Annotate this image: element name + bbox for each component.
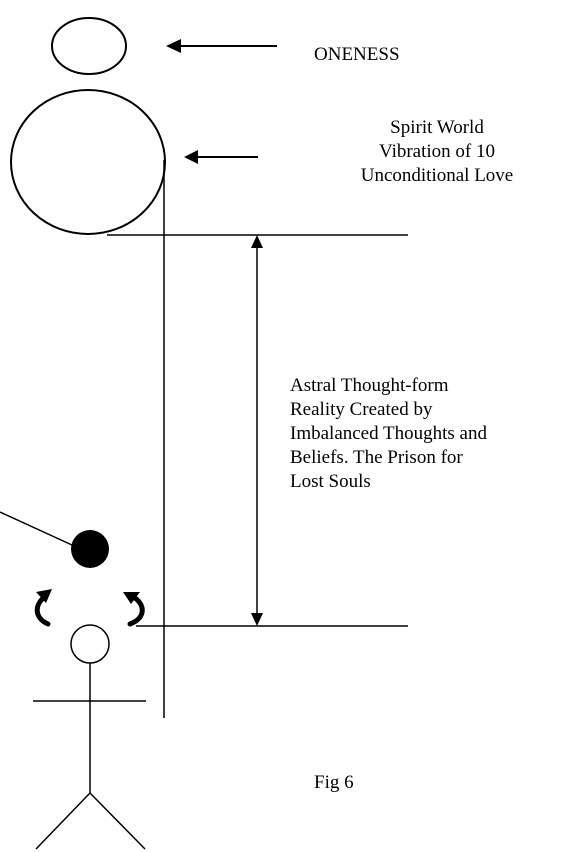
astral-line-5: Lost Souls: [290, 471, 371, 492]
astral-line-2: Reality Created by: [290, 399, 433, 420]
stick-figure-left-leg: [35, 792, 91, 850]
curved-arrow-right-head: [123, 592, 140, 604]
oneness-circle: [51, 17, 127, 75]
stick-figure-right-leg: [89, 792, 146, 850]
astral-line-4: Beliefs. The Prison for: [290, 447, 463, 468]
figure-caption: Fig 6: [314, 772, 354, 793]
oneness-label: ONENESS: [314, 44, 400, 65]
astral-line-3: Imbalanced Thoughts and: [290, 423, 487, 444]
spirit-world-label: Spirit World Vibration of 10 Uncondition…: [322, 116, 552, 188]
oneness-pointer-arrowhead: [166, 39, 181, 53]
curved-arrow-left-head: [36, 589, 52, 603]
astral-span-arrowhead-top: [251, 235, 263, 248]
spirit-world-circle: [10, 89, 166, 235]
lost-soul-dot: [71, 530, 109, 568]
spirit-world-line-1: Spirit World: [390, 117, 484, 138]
astral-line-1: Astral Thought-form: [290, 375, 449, 396]
astral-description: Astral Thought-form Reality Created by I…: [290, 374, 487, 494]
stick-figure-head: [70, 624, 110, 664]
astral-span-arrowhead-bottom: [251, 613, 263, 626]
spirit-world-pointer-arrowhead: [184, 150, 198, 164]
spirit-world-line-3: Unconditional Love: [360, 165, 514, 186]
spirit-world-line-2: Vibration of 10: [378, 141, 495, 162]
lost-soul-tether-line: [0, 511, 73, 546]
